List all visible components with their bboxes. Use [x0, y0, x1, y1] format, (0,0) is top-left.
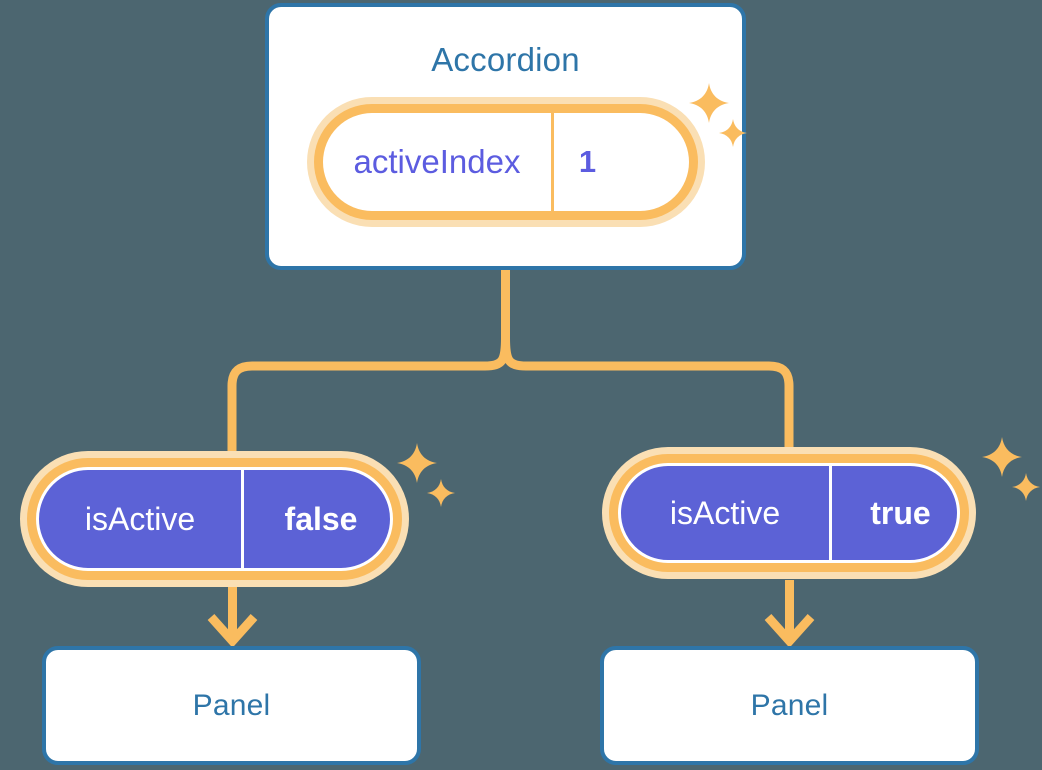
state-pill-isactive-false[interactable]: isActive false [20, 451, 409, 587]
pill-ring: isActive true [609, 454, 969, 572]
panel-card-right[interactable]: Panel [600, 646, 979, 765]
pill-key-activeindex: activeIndex [353, 143, 521, 180]
state-pill-activeindex[interactable]: activeIndex 1 [307, 97, 705, 227]
pill-ring: activeIndex 1 [314, 104, 698, 220]
accordion-card-title: Accordion [431, 41, 580, 78]
state-pill-isactive-true[interactable]: isActive true [602, 447, 976, 579]
arrowhead-right [764, 613, 815, 648]
pill-body: isActive true [618, 463, 960, 563]
sparkle-pair-true [982, 437, 1042, 509]
pill-key-isactive-left: isActive [84, 500, 196, 537]
panel-left-title: Panel [192, 688, 271, 722]
arrowhead-left [207, 613, 258, 648]
pill-value-isactive-right: true [829, 466, 957, 560]
pill-key-isactive-right: isActive [669, 494, 781, 531]
sparkle-icon [397, 443, 437, 483]
edge-root-to-branches [227, 270, 794, 456]
pill-body: activeIndex 1 [323, 113, 689, 211]
sparkle-icon [982, 437, 1022, 477]
pill-ring: isActive false [27, 458, 402, 580]
sparkle-icon [427, 479, 455, 507]
panel-card-left[interactable]: Panel [42, 646, 421, 765]
pill-body: isActive false [36, 467, 393, 571]
panel-right-title: Panel [750, 688, 829, 722]
pill-value-activeindex: 1 [551, 113, 621, 211]
sparkle-icon [1012, 473, 1040, 501]
pill-value-isactive-left: false [241, 470, 390, 568]
